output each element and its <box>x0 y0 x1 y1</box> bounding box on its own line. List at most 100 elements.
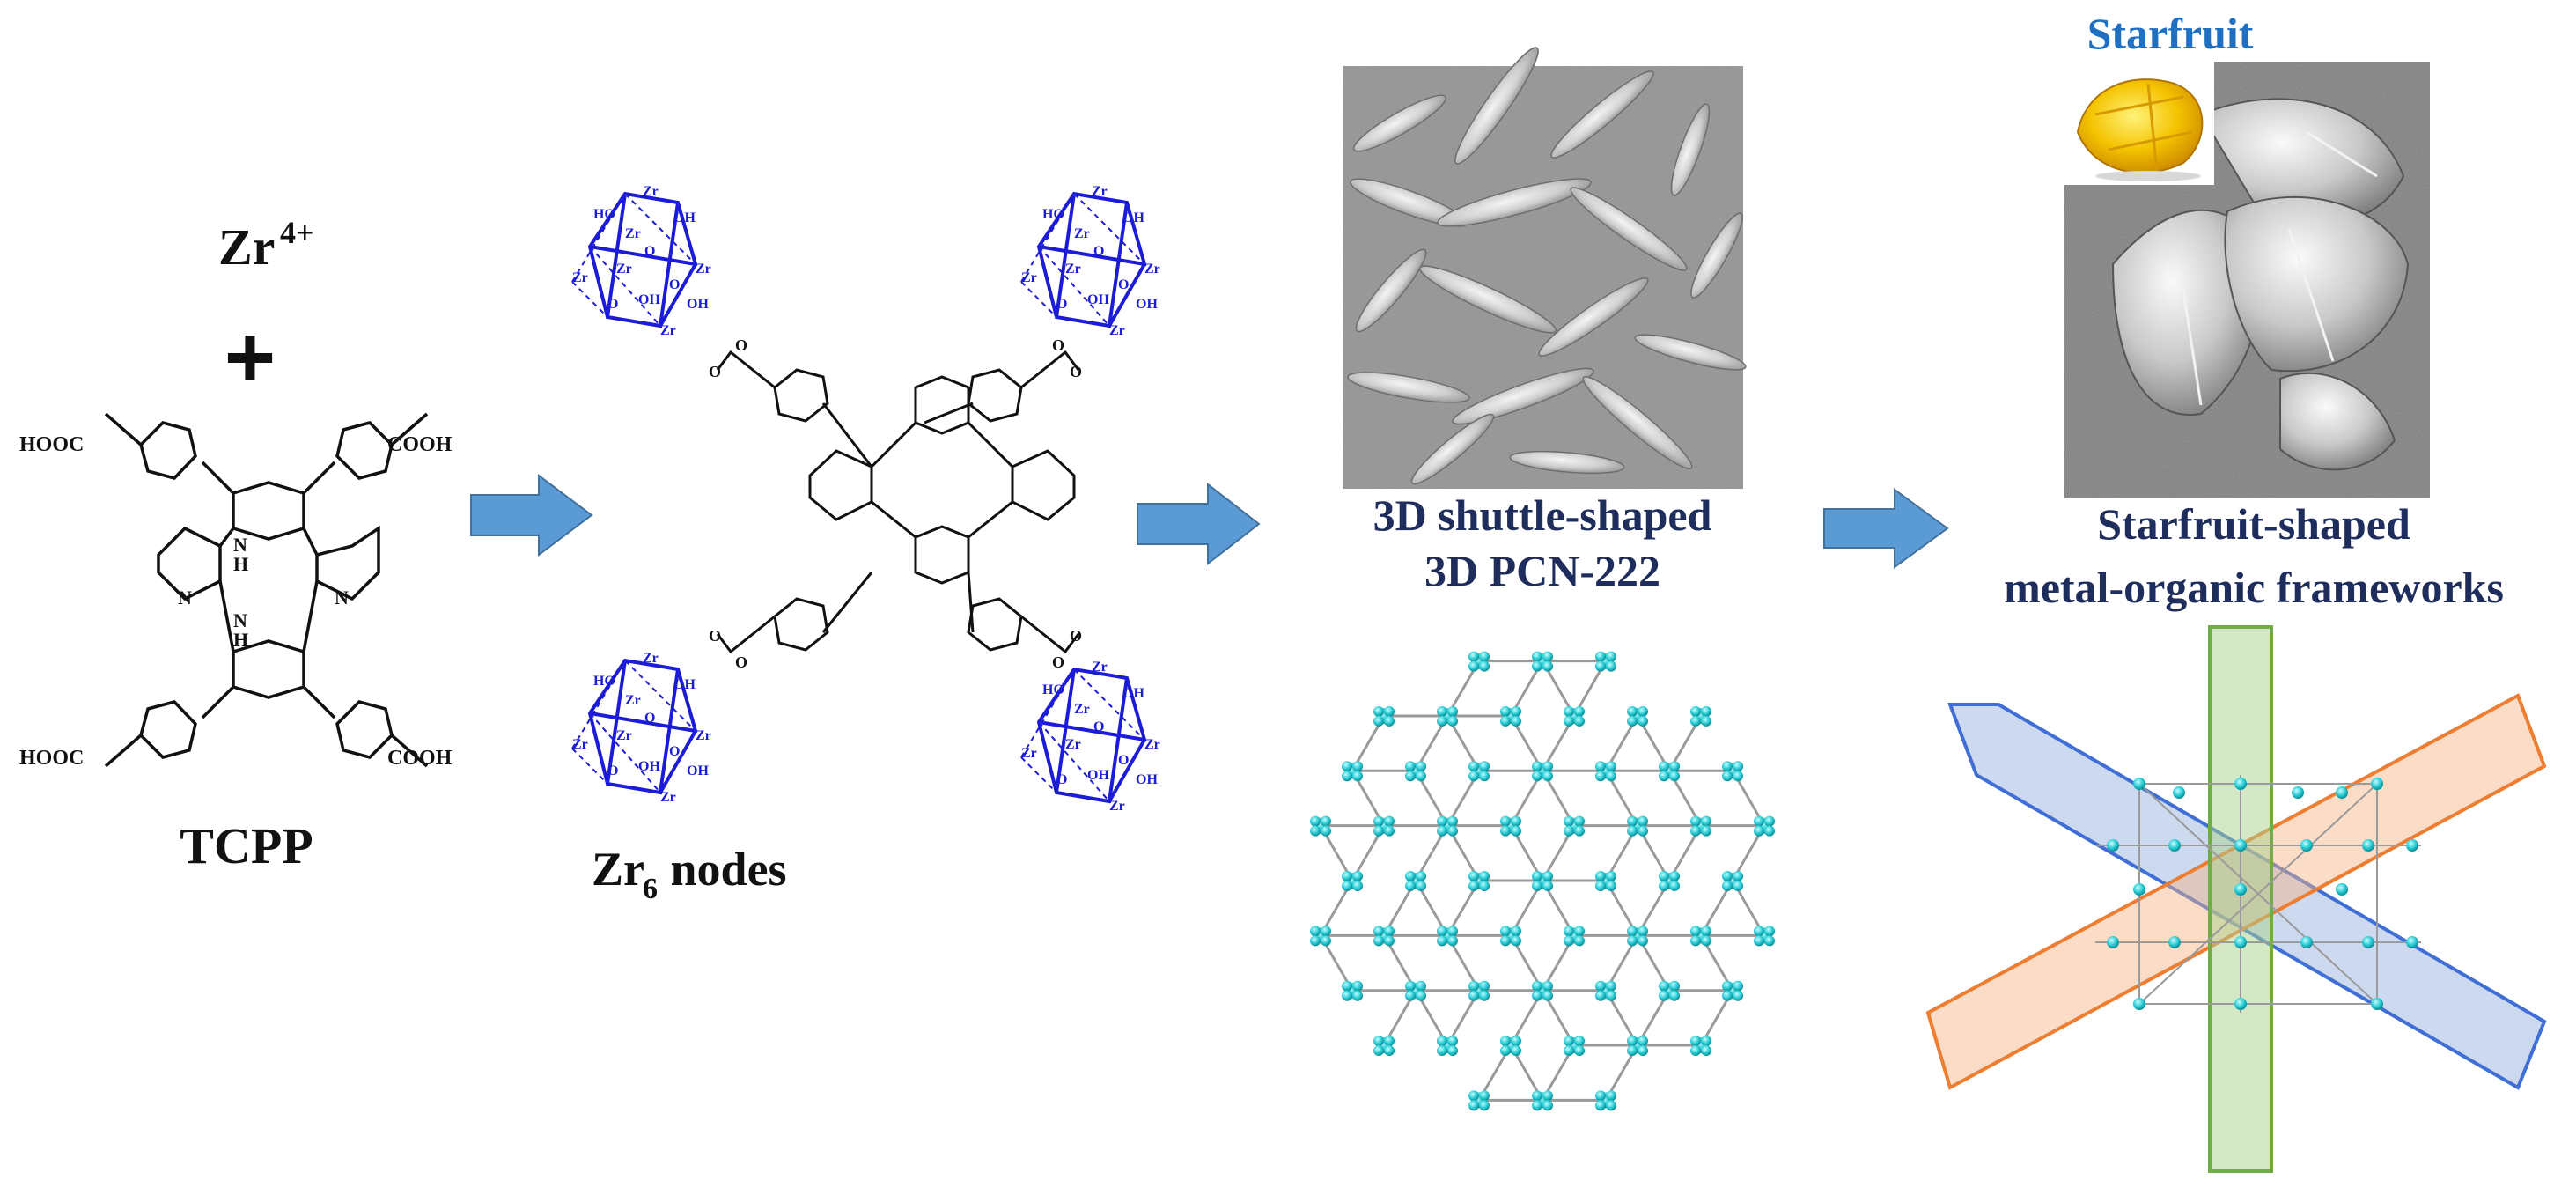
zr6-cluster-node <box>1564 926 1585 947</box>
svg-text:Zr: Zr <box>592 843 644 896</box>
svg-text:OH: OH <box>673 210 696 225</box>
pcn-line2: 3D PCN-222 <box>1424 546 1660 595</box>
zr6-cluster-node <box>1373 815 1395 837</box>
svg-text:COOH: COOH <box>387 747 453 770</box>
zr6-cluster-node <box>1310 815 1331 837</box>
svg-text:Zr: Zr <box>643 184 659 199</box>
svg-text:4+: 4+ <box>280 215 314 250</box>
zr6-cluster-node <box>1437 815 1458 837</box>
starfruit-planes <box>1925 625 2547 1173</box>
zr6-cluster-node <box>1532 651 1553 672</box>
zr6-cluster-node <box>1722 871 1743 891</box>
zr6-cluster-node <box>1532 871 1553 891</box>
svg-text:Zr: Zr <box>572 270 588 285</box>
svg-text:Zr: Zr <box>660 323 676 338</box>
svg-text:O: O <box>644 244 655 259</box>
zr6-cluster-node <box>1627 926 1648 947</box>
zr6-cluster-node <box>1532 1090 1553 1111</box>
zr6-cluster-node <box>1342 871 1363 891</box>
zr6-cluster-node <box>1754 815 1775 837</box>
svg-text:O: O <box>735 336 747 354</box>
zr6-cluster-node <box>1437 705 1458 727</box>
svg-text:O: O <box>607 297 618 312</box>
svg-text:H: H <box>233 629 248 651</box>
zr6-cluster-node <box>1595 1090 1616 1111</box>
zr6-nodes-label: Zr 6 nodes <box>592 843 787 905</box>
zr6-cluster-node <box>1722 761 1743 782</box>
zr6-cluster-node <box>1500 815 1521 837</box>
zr6-cluster-node <box>1659 871 1680 891</box>
svg-text:HOOC: HOOC <box>19 747 84 770</box>
zr6-cluster-node <box>1690 815 1711 837</box>
svg-text:HO: HO <box>593 207 615 222</box>
zr6-cluster-node <box>1342 980 1363 1001</box>
linker-atom-labels: O O O O O O O O <box>709 336 1082 671</box>
arrow-right-icon <box>470 474 593 557</box>
zr6-cluster-node <box>1500 926 1521 947</box>
svg-text:O: O <box>1052 336 1064 354</box>
zr6-cluster-node <box>1405 871 1426 891</box>
zr6-cluster-node <box>1342 761 1363 782</box>
svg-text:OH: OH <box>687 297 709 312</box>
svg-text:N: N <box>335 586 349 609</box>
zr6-cluster-node <box>1532 980 1553 1001</box>
svg-text:O: O <box>709 627 721 645</box>
svg-text:O: O <box>1052 653 1064 671</box>
plus-sign: + <box>224 308 276 407</box>
zr6-cluster-node <box>1595 980 1616 1001</box>
svg-text:O: O <box>669 277 680 292</box>
svg-text:O: O <box>1070 363 1082 380</box>
zr6-cluster-node <box>1437 1036 1458 1057</box>
tcpp-label: TCPP <box>180 817 313 874</box>
svg-text:N: N <box>178 586 192 609</box>
zr6-cluster-node <box>1468 980 1490 1001</box>
zr6-cluster-node <box>1690 1036 1711 1057</box>
zr6-cluster-node <box>1659 980 1680 1001</box>
zr6-cluster: HO Zr OH Zr O Zr Zr O OH Zr Zr O OH <box>571 184 711 338</box>
tcpp-atom-labels: HOOC COOH HOOC COOH N H N H N N <box>19 433 453 770</box>
svg-text:Zr: Zr <box>625 226 641 241</box>
porphyrin-linker <box>716 350 1080 654</box>
zr6-cluster-node <box>1754 926 1775 947</box>
zr6-cluster-node <box>1405 980 1426 1001</box>
svg-text:Zr: Zr <box>696 262 711 277</box>
zr6-cluster-node <box>1659 761 1680 782</box>
zr6-cluster-node <box>1564 815 1585 837</box>
arrow-right-icon <box>1823 488 1949 569</box>
svg-text:COOH: COOH <box>387 433 453 456</box>
svg-text:O: O <box>1070 627 1082 645</box>
zr6-cluster-node <box>1595 871 1616 891</box>
zr6-cluster <box>1019 658 1162 815</box>
zr-ion-label: Zr 4+ <box>218 215 314 276</box>
zr6-cluster <box>1019 182 1162 340</box>
zr6-cluster-node <box>1468 871 1490 891</box>
zr6-cluster-node <box>1564 705 1585 727</box>
zr6-cluster-node <box>1564 1036 1585 1057</box>
zr6-cluster-node <box>1500 705 1521 727</box>
svg-text:HOOC: HOOC <box>19 433 84 456</box>
zr6-cluster-node <box>1405 761 1426 782</box>
starfruit-photo <box>2064 62 2214 185</box>
svg-text:OH: OH <box>638 292 660 307</box>
svg-text:O: O <box>709 363 721 380</box>
tcpp-structure <box>104 412 429 768</box>
svg-text:H: H <box>233 553 248 575</box>
zr6-cluster-node <box>1722 980 1743 1001</box>
zr6-cluster-node <box>1690 926 1711 947</box>
zr6-cluster-node <box>1468 651 1490 672</box>
svg-text:6: 6 <box>643 873 658 905</box>
zr6-cluster-node <box>1468 761 1490 782</box>
zr6-cluster-node <box>1373 705 1395 727</box>
svg-text:nodes: nodes <box>659 843 787 896</box>
zr6-cluster-node <box>1627 705 1648 727</box>
svg-text:N: N <box>233 534 247 556</box>
zr6-cluster-node <box>1690 705 1711 727</box>
svg-text:Zr: Zr <box>616 262 632 277</box>
zr6-cluster-node <box>1627 1036 1648 1057</box>
zr6-cluster-node <box>1373 926 1395 947</box>
svg-text:O: O <box>735 653 747 671</box>
starfruit-line2: metal-organic frameworks <box>2004 563 2504 612</box>
starfruit-line1: Starfruit-shaped <box>2097 499 2410 549</box>
pcn222-framework <box>1310 651 1775 1111</box>
